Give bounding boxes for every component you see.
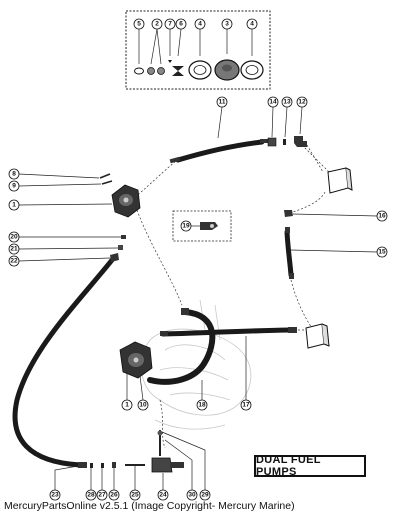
o-ring-part xyxy=(134,67,144,75)
callout-label: 10 xyxy=(139,402,147,409)
callout-1-lower[interactable]: 1 xyxy=(121,399,133,411)
callout-20[interactable]: 20 xyxy=(8,231,20,243)
screws-8-9 xyxy=(99,173,113,185)
callout-28[interactable]: 28 xyxy=(85,489,97,501)
callout-label: 13 xyxy=(283,99,291,106)
fuel-hose-17 xyxy=(160,327,297,337)
fuel-filter-canister-bottom xyxy=(305,323,330,349)
inset-callout-label: 5 xyxy=(137,21,141,28)
fuel-filter-canister-top xyxy=(327,167,353,194)
valve-part xyxy=(172,66,184,76)
callout-21[interactable]: 21 xyxy=(8,243,20,255)
fuel-pump-lower xyxy=(119,341,153,379)
diaphragm-part xyxy=(214,59,240,81)
callout-13[interactable]: 13 xyxy=(281,96,293,108)
seal-washer-part xyxy=(147,67,165,75)
fuel-hose-23 xyxy=(12,257,115,468)
callout-label: 27 xyxy=(98,492,106,499)
callout-11[interactable]: 11 xyxy=(216,96,228,108)
callout-19[interactable]: 19 xyxy=(180,220,192,232)
callout-label: 21 xyxy=(10,246,18,253)
callout-label: 8 xyxy=(12,171,16,178)
gasket-part xyxy=(240,60,264,80)
inset-callout-label: 4 xyxy=(250,21,254,28)
bottom-fittings-28-27-26-25-24 xyxy=(90,430,184,473)
callout-10[interactable]: 10 xyxy=(137,399,149,411)
fitting-14-13-12 xyxy=(267,136,307,147)
fuel-hose-15 xyxy=(284,227,294,279)
fuel-hose-11 xyxy=(169,139,269,164)
fitting-16 xyxy=(284,210,293,217)
inset-callout-label: 7 xyxy=(168,21,172,28)
inset-callout-label: 3 xyxy=(225,21,229,28)
callout-12[interactable]: 12 xyxy=(296,96,308,108)
callout-label: 20 xyxy=(10,234,18,241)
inset-callout-label: 2 xyxy=(155,21,159,28)
callout-9[interactable]: 9 xyxy=(8,180,20,192)
callout-1[interactable]: 1 xyxy=(8,199,20,211)
callout-24[interactable]: 24 xyxy=(157,489,169,501)
callout-label: 16 xyxy=(378,213,386,220)
spring-part xyxy=(168,60,172,63)
callout-15[interactable]: 15 xyxy=(376,246,388,258)
callout-label: 18 xyxy=(198,402,206,409)
diagram-title: DUAL FUEL PUMPS xyxy=(254,454,366,478)
callout-17[interactable]: 17 xyxy=(240,399,252,411)
inset-callout-4b[interactable]: 4 xyxy=(246,18,258,30)
fuel-hose-18 xyxy=(147,308,216,385)
callout-label: 15 xyxy=(378,249,386,256)
callout-label: 1 xyxy=(12,202,16,209)
callout-label: 29 xyxy=(201,492,209,499)
callout-label: 1 xyxy=(125,402,129,409)
callout-label: 25 xyxy=(131,492,139,499)
inset-parts-box: 5 2 7 6 4 3 4 xyxy=(125,10,271,90)
inset-callout-label: 4 xyxy=(198,21,202,28)
callout-label: 14 xyxy=(269,99,277,106)
callout-8[interactable]: 8 xyxy=(8,168,20,180)
callout-label: 22 xyxy=(10,258,18,265)
callout-label: 19 xyxy=(182,223,190,230)
callout-14[interactable]: 14 xyxy=(267,96,279,108)
engine-background-sketch xyxy=(141,299,252,430)
inset-callout-5[interactable]: 5 xyxy=(133,18,145,30)
callout-label: 23 xyxy=(51,492,59,499)
callout-25[interactable]: 25 xyxy=(129,489,141,501)
callout-label: 24 xyxy=(159,492,167,499)
callout-22[interactable]: 22 xyxy=(8,255,20,267)
callout-26[interactable]: 26 xyxy=(108,489,120,501)
callout-label: 12 xyxy=(298,99,306,106)
callout-29[interactable]: 29 xyxy=(199,489,211,501)
inset-callout-2[interactable]: 2 xyxy=(151,18,163,30)
fuel-pump-upper xyxy=(111,184,141,218)
fittings-20-21-22 xyxy=(110,235,126,262)
inset-callout-6[interactable]: 6 xyxy=(175,18,187,30)
inset-callout-7[interactable]: 7 xyxy=(164,18,176,30)
callout-label: 11 xyxy=(219,99,226,106)
callout-label: 28 xyxy=(87,492,95,499)
callout-30[interactable]: 30 xyxy=(186,489,198,501)
callout-27[interactable]: 27 xyxy=(96,489,108,501)
callout-18[interactable]: 18 xyxy=(196,399,208,411)
callout-16[interactable]: 16 xyxy=(376,210,388,222)
callout-label: 26 xyxy=(110,492,118,499)
callout-label: 30 xyxy=(188,492,196,499)
callout-23[interactable]: 23 xyxy=(49,489,61,501)
inset-callout-3[interactable]: 3 xyxy=(221,18,233,30)
callout-label: 17 xyxy=(242,402,250,409)
callout-label: 9 xyxy=(12,183,16,190)
inset-callout-label: 6 xyxy=(179,21,183,28)
copyright-footer: MercuryPartsOnline v2.5.1 (Image Copyrig… xyxy=(4,500,295,512)
gasket-part xyxy=(188,60,212,80)
inset-callout-4a[interactable]: 4 xyxy=(194,18,206,30)
